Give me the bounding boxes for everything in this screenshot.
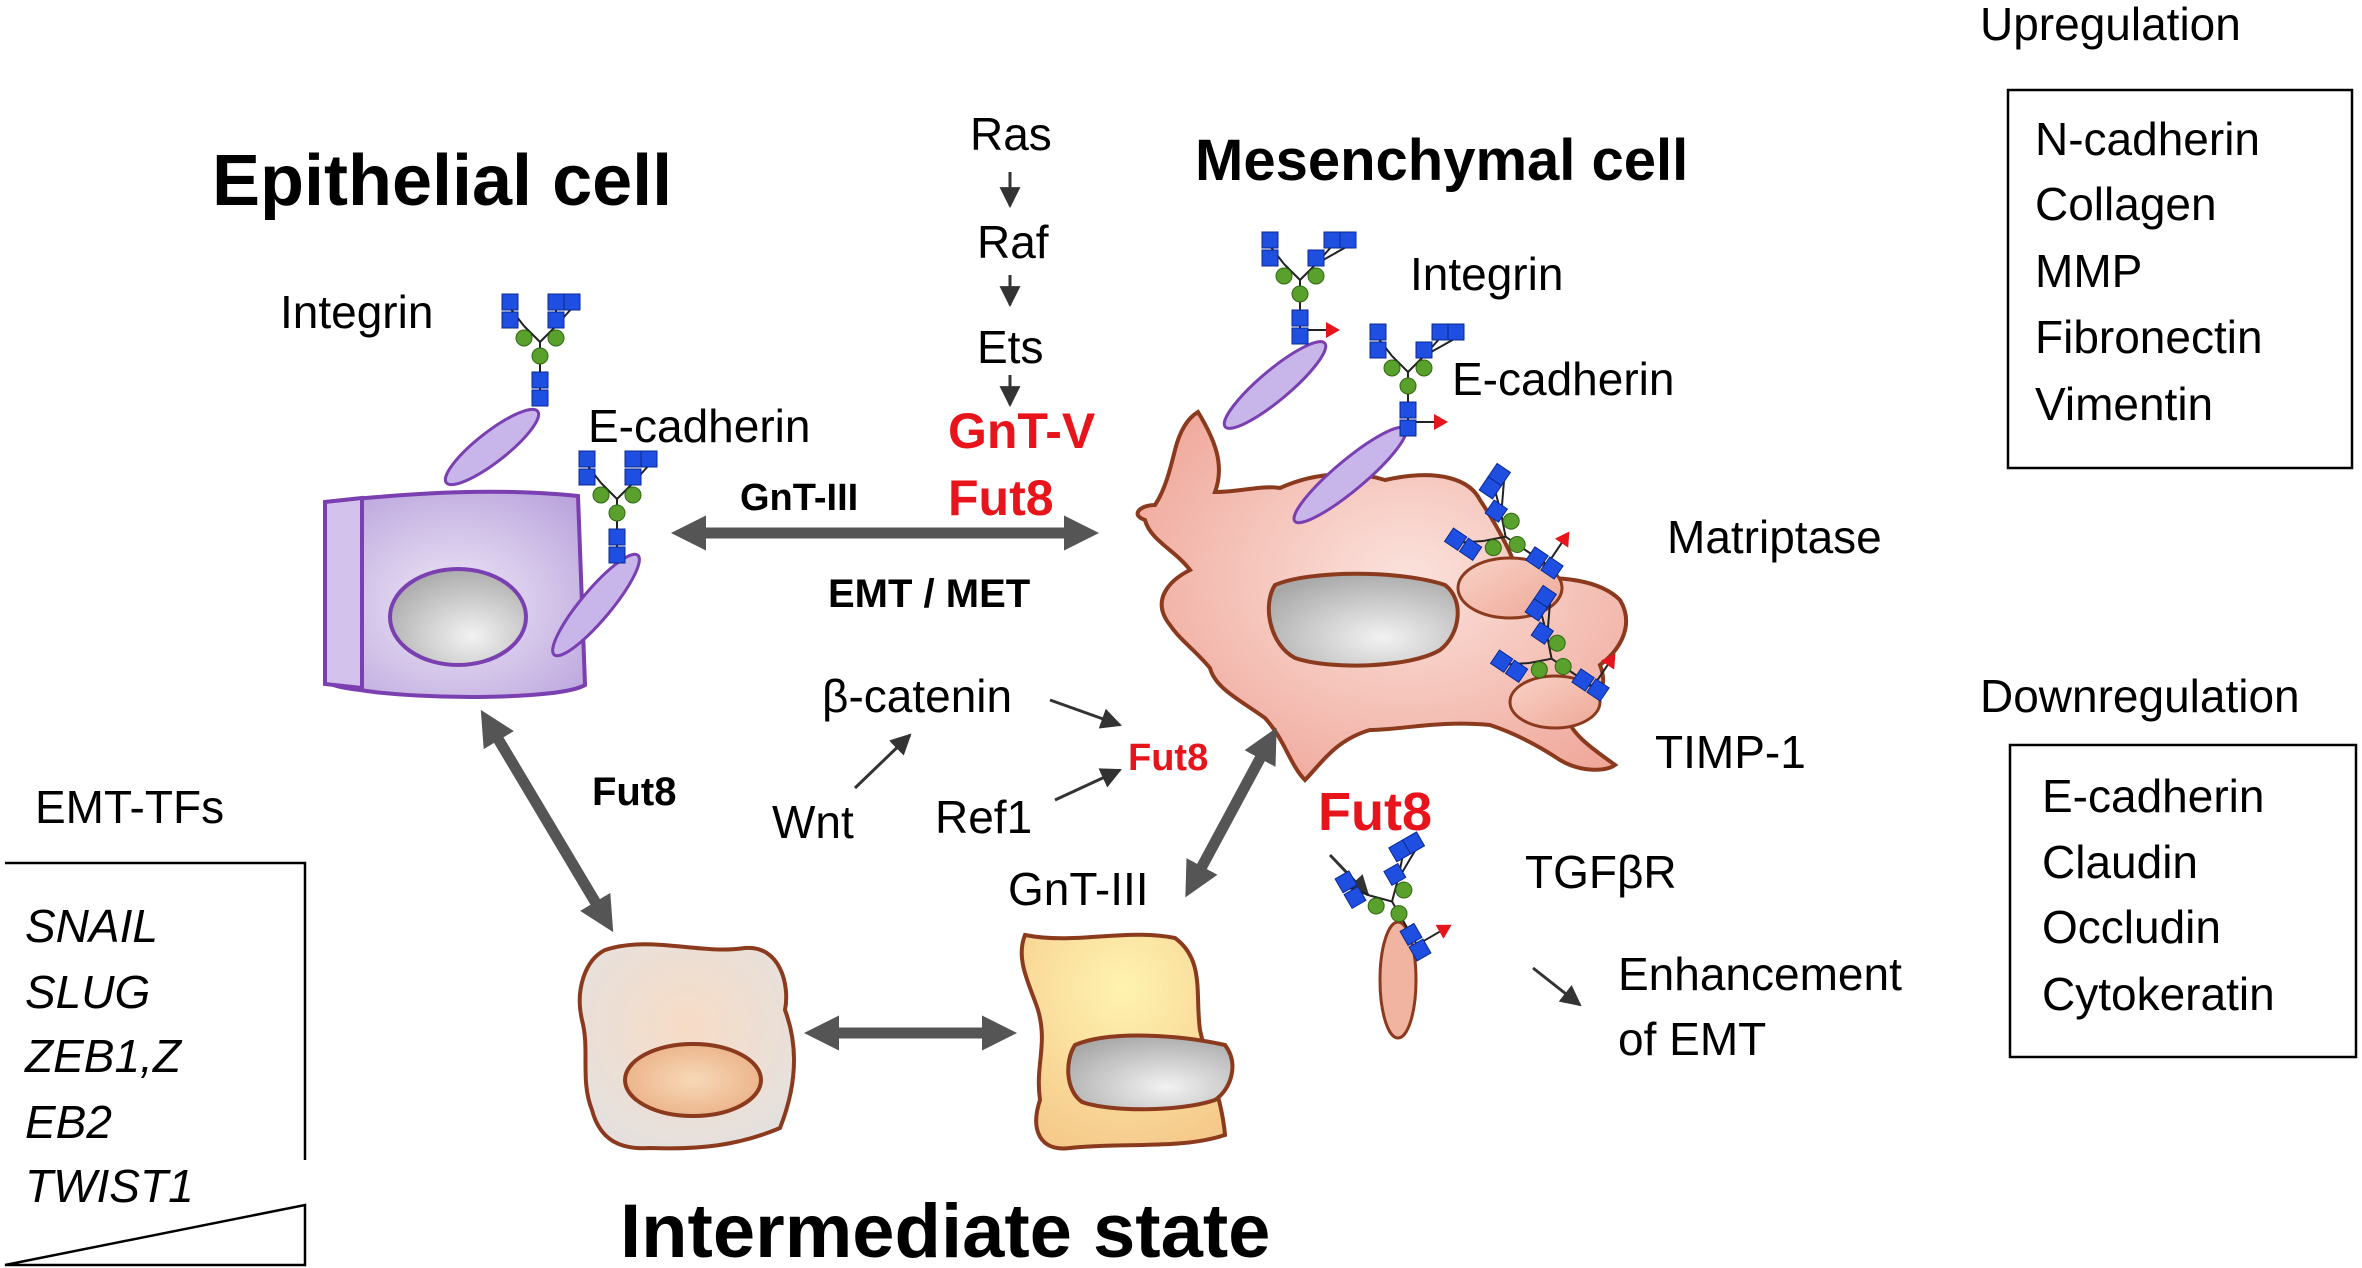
downregulated-item: Cytokeratin [2042,968,2275,1020]
raf-label: Raf [977,216,1049,268]
tgf-beta-block: Fut8 TGFβR Enhancement of EMT [1318,782,1902,1065]
glycan-tgfbr [1334,831,1452,962]
wnt-signaling: β-catenin Wnt Ref1 Fut8 [772,670,1208,848]
ras-label: Ras [970,108,1052,160]
glycan-timp1 [1489,584,1616,702]
downregulated-item: Occludin [2042,901,2221,953]
downregulated-item: Claudin [2042,836,2198,888]
mes-integrin-receptor [1222,340,1328,430]
downregulation-title: Downregulation [1980,670,2300,722]
emt-met-label: EMT / MET [828,572,1030,616]
intermediate-nucleus-2 [1066,1033,1235,1112]
glycan-mes-ecadherin [1369,323,1465,437]
mes-intermediate-arrow [1185,727,1277,898]
glycan-mes-integrin [1261,231,1357,345]
downregulated-item: E-cadherin [2042,770,2264,822]
fut8-red-label: Fut8 [948,470,1054,526]
emt-tf-item: EB2 [25,1096,112,1148]
epithelial-ecadherin-label: E-cadherin [588,400,810,452]
mes-integrin-label: Integrin [1410,248,1563,300]
ras-pathway: Ras Raf Ets GnT-V Fut8 [948,108,1096,526]
mesenchymal-cell-title: Mesenchymal cell [1195,128,1688,193]
glycan-epi-integrin [501,293,581,407]
epithelial-cell-title: Epithelial cell [212,141,672,221]
upregulated-item: Fibronectin [2035,311,2263,363]
upregulated-item: N-cadherin [2035,113,2260,165]
glycan-epi-ecadherin [578,450,658,564]
beta-catenin-label: β-catenin [822,670,1012,722]
intermediate-cell-1 [577,942,797,1151]
gnt3-center-label: GnT-III [740,477,858,519]
ecadherin-receptor [551,552,641,658]
emt-tfs-panel: EMT-TFs SNAIL SLUG ZEB1,Z EB2 TWIST1 [4,781,307,1267]
fut8-big-red-label: Fut8 [1318,782,1432,842]
emt-tf-item: ZEB1,Z [24,1030,183,1082]
tgfbr-label: TGFβR [1525,846,1677,898]
ets-label: Ets [977,321,1043,373]
timp1-lobe [1508,674,1602,730]
mesenchymal-nucleus [1266,571,1460,668]
wnt-label: Wnt [772,796,854,848]
enhancement-line2: of EMT [1618,1013,1766,1065]
downregulation-panel: Downregulation E-cadherin Claudin Occlud… [1980,670,2358,1059]
emt-tf-item: SNAIL [25,900,158,952]
timp1-label: TIMP-1 [1655,726,1806,778]
integrin-receptor [443,407,541,487]
intermediate-state-title: Intermediate state [620,1189,1270,1268]
fut8-left-arrow-label: Fut8 [592,770,676,814]
upregulation-title: Upregulation [1980,0,2241,50]
epithelial-cell [323,407,641,699]
matriptase-label: Matriptase [1667,511,1882,563]
gnt3-right-arrow-label: GnT-III [1008,863,1149,915]
mesenchymal-cell [1135,340,1629,783]
emt-tfs-title: EMT-TFs [35,781,224,833]
glycan-matriptase [1443,462,1570,580]
intermediate-cell-2 [1019,932,1235,1151]
gntv-label: GnT-V [948,403,1096,459]
intermediate-nucleus-1 [623,1042,763,1118]
epithelial-integrin-label: Integrin [280,286,433,338]
upregulated-item: Collagen [2035,178,2217,230]
emt-tf-item: SLUG [25,966,150,1018]
epi-intermediate-arrow [480,709,614,933]
upregulated-item: MMP [2035,245,2142,297]
upregulated-item: Vimentin [2035,378,2213,430]
epithelial-nucleus [388,567,528,667]
mes-ecadherin-label: E-cadherin [1452,353,1674,405]
upregulation-panel: Upregulation N-cadherin Collagen MMP Fib… [1980,0,2354,470]
enhancement-line1: Enhancement [1618,948,1902,1000]
emt-tf-item: TWIST1 [25,1160,194,1212]
ref1-label: Ref1 [935,791,1032,843]
fut8-wnt-label: Fut8 [1128,737,1208,779]
